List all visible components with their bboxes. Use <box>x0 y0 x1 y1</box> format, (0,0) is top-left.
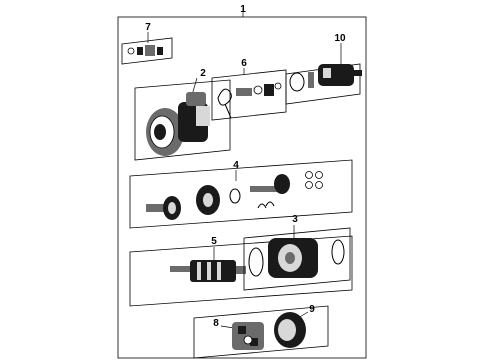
callout-8: 8 <box>213 318 219 329</box>
callout-5: 5 <box>211 236 217 247</box>
gear-icon <box>145 45 155 56</box>
callout-10: 10 <box>334 33 346 44</box>
part-4-group <box>129 159 353 229</box>
callout-2: 2 <box>200 68 206 79</box>
spacer-icon <box>137 47 143 55</box>
part-3-box <box>243 227 351 291</box>
spring-ring-icon <box>289 72 305 92</box>
armature-shaft-icon <box>250 186 284 192</box>
plunger-icon <box>236 88 252 96</box>
part-4-box <box>129 159 353 229</box>
part-2-box <box>134 79 231 161</box>
retainer-clip-icon <box>257 201 275 209</box>
part-5-group <box>129 235 353 307</box>
callout-9: 9 <box>309 304 315 315</box>
callout-3: 3 <box>292 214 298 225</box>
drive-shaft-icon <box>146 204 170 212</box>
washer-icon <box>229 188 241 204</box>
part-6-box <box>211 69 287 121</box>
part-7-group <box>121 32 173 65</box>
callout-1: 1 <box>240 4 246 15</box>
callout-6: 6 <box>241 58 247 69</box>
armature-icon <box>190 260 236 282</box>
callout-4: 4 <box>233 160 239 171</box>
washer-icon <box>127 47 135 55</box>
callout-7: 7 <box>145 22 151 33</box>
part-6-group <box>211 68 287 121</box>
shift-lever-icon <box>217 88 232 106</box>
part-2-group <box>134 77 231 161</box>
assembly-frame <box>117 16 367 359</box>
part-10-group <box>285 43 362 105</box>
part-7-box <box>121 37 173 65</box>
part-8-9-box <box>193 305 329 359</box>
part-3-group <box>243 225 351 291</box>
part-8-9-group <box>193 305 329 359</box>
